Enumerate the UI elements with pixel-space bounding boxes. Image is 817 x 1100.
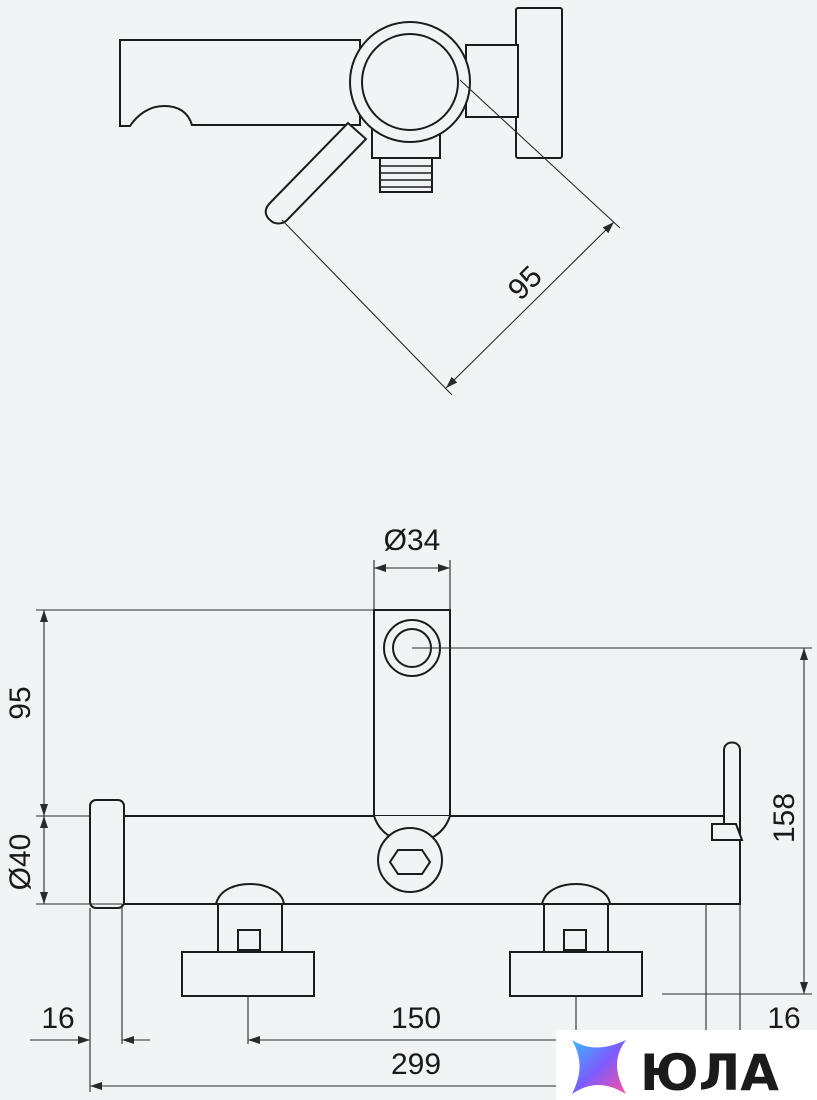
dim-center-distance-label: 150 [391,1002,441,1035]
dim-body-diameter-label: Ø40 [4,834,37,891]
lever [264,121,368,225]
left-end-cap [89,799,125,909]
top-view: 95 [119,7,621,396]
wall-connector [465,44,519,118]
dim-line-depth [445,221,615,389]
dim-total-height-label: 158 [768,793,801,843]
dim-extension-2 [459,79,621,229]
front-view: Ø34 95 Ø40 158 16 150 16 299 [4,524,812,1092]
dim-left-offset-label: 16 [41,1002,74,1035]
right-connector [540,882,612,905]
diverter-hex [388,849,432,875]
dim-spout-height-label: 95 [4,686,37,719]
spout-arm [119,39,361,127]
dim-extension-1 [281,219,453,396]
dim-spout-diameter-label: Ø34 [384,524,441,557]
thread-lines [380,165,432,188]
dim-depth-label: 95 [502,260,549,307]
right-nut [563,929,587,951]
left-nut [237,929,261,951]
diverter-knob [361,33,459,131]
brand-name: ЮЛА [640,1044,779,1100]
right-flange [509,951,643,997]
temperature-lever [723,741,741,841]
brand-watermark: ЮЛА [556,1030,817,1100]
left-connector [214,882,286,905]
wall-flange [515,7,563,159]
dim-total-width-label: 299 [391,1048,441,1081]
lever-clip [711,823,744,841]
left-flange [181,951,315,997]
brand-star-icon [572,1040,626,1094]
dim-right-offset-label: 16 [767,1002,800,1035]
